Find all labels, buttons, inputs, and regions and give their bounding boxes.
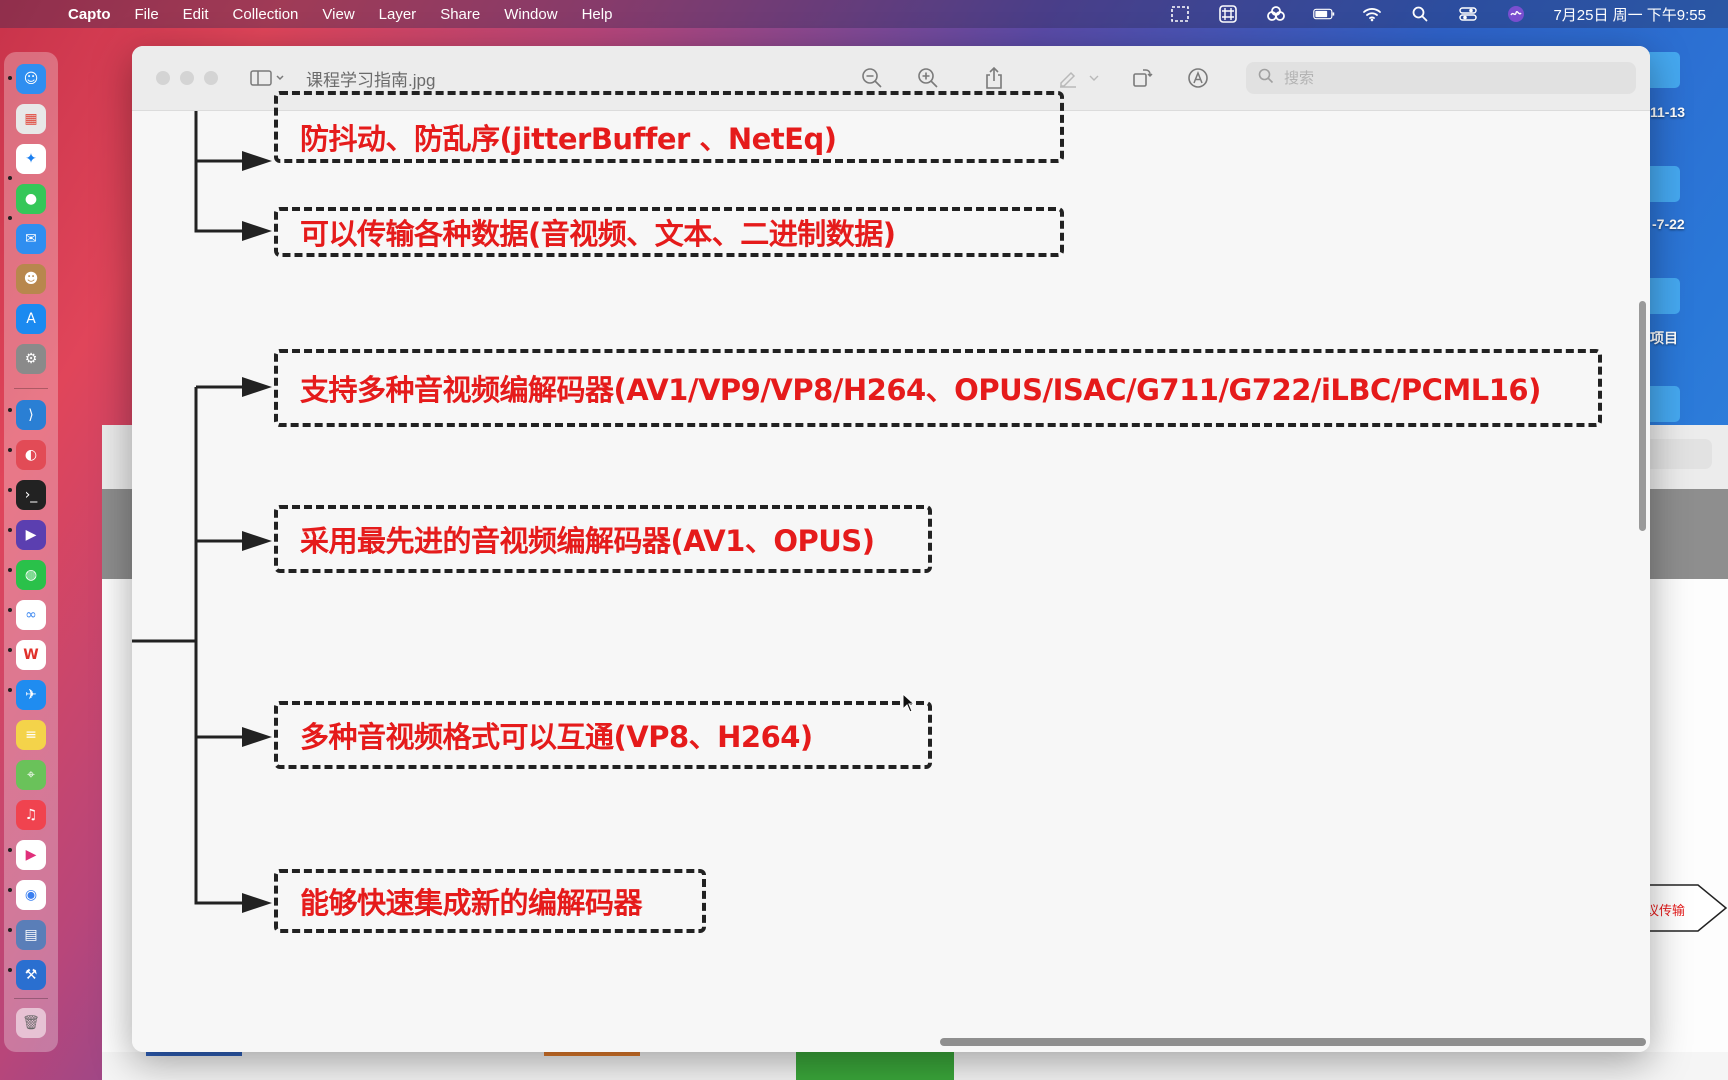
grid-icon[interactable]	[1217, 5, 1239, 23]
terminal-icon[interactable]: ›_	[16, 480, 46, 510]
search-field[interactable]	[1246, 62, 1636, 94]
background-window-bottom	[102, 1052, 1728, 1080]
markup-toolbar-icon[interactable]	[1184, 65, 1212, 91]
menu-help[interactable]: Help	[581, 5, 613, 23]
dock-running-indicator	[8, 928, 12, 932]
close-button[interactable]	[156, 71, 170, 85]
dock-running-indicator	[8, 848, 12, 852]
safari-icon[interactable]: ✦	[16, 144, 46, 174]
menu-share[interactable]: Share	[440, 5, 481, 23]
blue-node-edge	[146, 1052, 242, 1056]
desktop-item-label: -7-22	[1652, 216, 1685, 232]
menu-edit[interactable]: Edit	[182, 5, 209, 23]
minimize-button[interactable]	[180, 71, 194, 85]
wps-icon[interactable]: W	[16, 640, 46, 670]
markup-dropdown-icon[interactable]	[1084, 65, 1104, 91]
notes-icon[interactable]: ≡	[16, 720, 46, 750]
dock-running-indicator	[8, 968, 12, 972]
search-icon	[1258, 68, 1274, 88]
battery-icon[interactable]	[1313, 5, 1335, 23]
window-toolbar: 课程学习指南.jpg	[132, 46, 1650, 111]
dock-running-indicator	[8, 648, 12, 652]
wechat-icon[interactable]: ◍	[16, 560, 46, 590]
app-icon[interactable]: ◐	[16, 440, 46, 470]
flowchart-shape-label: 议传输	[1646, 904, 1686, 919]
trash-icon[interactable]: 🗑	[16, 1008, 46, 1038]
feature-box: 能够快速集成新的编解码器	[274, 869, 706, 933]
markup-pen-icon[interactable]	[1054, 65, 1082, 91]
dock: ☺ ▦ ✦ ● ✉ ☻ A ⚙ ⟩ ◐ ›_ ▶ ◍ ∞ W ✈ ≡ ⌖ ♫ ▶…	[4, 52, 58, 1052]
green-node	[796, 1052, 954, 1080]
menu-app-name[interactable]: Capto	[68, 5, 111, 23]
screen-recorder-icon[interactable]: ▶	[16, 520, 46, 550]
dock-running-indicator	[8, 408, 12, 412]
status-area: 7月25日 周一 下午9:55	[1169, 0, 1706, 28]
feishu-icon[interactable]: ✈	[16, 680, 46, 710]
dock-separator	[14, 998, 48, 999]
image-canvas[interactable]: 防抖动、防乱序(jitterBuffer 、NetEq) 可以传输各种数据(音视…	[132, 91, 1650, 1052]
tree-connector-lines	[132, 111, 272, 913]
zoom-out-icon[interactable]	[858, 65, 886, 91]
feature-box: 防抖动、防乱序(jitterBuffer 、NetEq)	[274, 91, 1064, 163]
youku-icon[interactable]: ▶	[16, 840, 46, 870]
dock-separator	[14, 388, 48, 389]
wifi-icon[interactable]	[1361, 5, 1383, 23]
chrome-icon[interactable]: ◉	[16, 880, 46, 910]
dock-running-indicator	[8, 888, 12, 892]
zoom-button[interactable]	[204, 71, 218, 85]
xcode-icon[interactable]: ⚒	[16, 960, 46, 990]
preview-icon[interactable]: ▤	[16, 920, 46, 950]
finder-icon[interactable]: ☺	[16, 64, 46, 94]
document-title: 课程学习指南.jpg	[306, 71, 436, 90]
vscode-icon[interactable]: ⟩	[16, 400, 46, 430]
orange-node-edge	[544, 1052, 640, 1056]
menu-file[interactable]: File	[134, 5, 159, 23]
feature-box: 采用最先进的音视频编解码器(AV1、OPUS)	[274, 505, 932, 573]
feature-box: 支持多种音视频编解码器(AV1/VP9/VP8/H264、OPUS/ISAC/G…	[274, 349, 1602, 427]
feature-box: 可以传输各种数据(音视频、文本、二进制数据)	[274, 207, 1064, 257]
dock-running-indicator	[8, 608, 12, 612]
flowchart-arrow-shape-icon	[1634, 884, 1728, 932]
horizontal-scrollbar[interactable]	[940, 1038, 1646, 1046]
dock-running-indicator	[8, 488, 12, 492]
screenshot-icon[interactable]	[1169, 5, 1191, 23]
maps-icon[interactable]: ⌖	[16, 760, 46, 790]
menu-collection[interactable]: Collection	[232, 5, 299, 23]
dock-running-indicator	[8, 688, 12, 692]
vertical-scrollbar[interactable]	[1639, 301, 1646, 531]
contacts-icon[interactable]: ☻	[16, 264, 46, 294]
sidebar-toggle-icon[interactable]	[248, 65, 288, 91]
menu-layer[interactable]: Layer	[378, 5, 417, 23]
control-center-icon[interactable]	[1457, 5, 1479, 23]
desktop-item-label: 项目	[1650, 330, 1678, 346]
dock-running-indicator	[8, 176, 12, 180]
menu-bar: Capto File Edit Collection View Layer Sh…	[0, 0, 1728, 28]
dock-running-indicator	[8, 216, 12, 220]
zoom-in-icon[interactable]	[914, 65, 942, 91]
baidu-netdisk-icon[interactable]: ∞	[16, 600, 46, 630]
system-preferences-icon[interactable]: ⚙	[16, 344, 46, 374]
launchpad-icon[interactable]: ▦	[16, 104, 46, 134]
menu-view[interactable]: View	[322, 5, 355, 23]
preview-window[interactable]: 课程学习指南.jpg	[132, 46, 1650, 1052]
dock-running-indicator	[8, 568, 12, 572]
rotate-icon[interactable]	[1128, 65, 1156, 91]
spotlight-search-icon[interactable]	[1409, 5, 1431, 23]
dock-running-indicator	[8, 528, 12, 532]
cloud-sync-icon[interactable]	[1265, 5, 1287, 23]
menu-clock[interactable]: 7月25日 周一 下午9:55	[1553, 6, 1706, 24]
messages-icon[interactable]: ●	[16, 184, 46, 214]
search-input[interactable]	[1282, 68, 1606, 88]
dock-running-indicator	[8, 76, 12, 80]
menu-window[interactable]: Window	[504, 5, 558, 23]
mail-icon[interactable]: ✉	[16, 224, 46, 254]
desktop-item-label: 11-13	[1650, 104, 1686, 120]
share-icon[interactable]	[980, 65, 1008, 91]
feature-box: 多种音视频格式可以互通(VP8、H264)	[274, 701, 932, 769]
app-store-icon[interactable]: A	[16, 304, 46, 334]
siri-icon[interactable]	[1505, 5, 1527, 23]
dock-running-indicator	[8, 448, 12, 452]
mouse-cursor-icon	[902, 692, 916, 718]
music-icon[interactable]: ♫	[16, 800, 46, 830]
